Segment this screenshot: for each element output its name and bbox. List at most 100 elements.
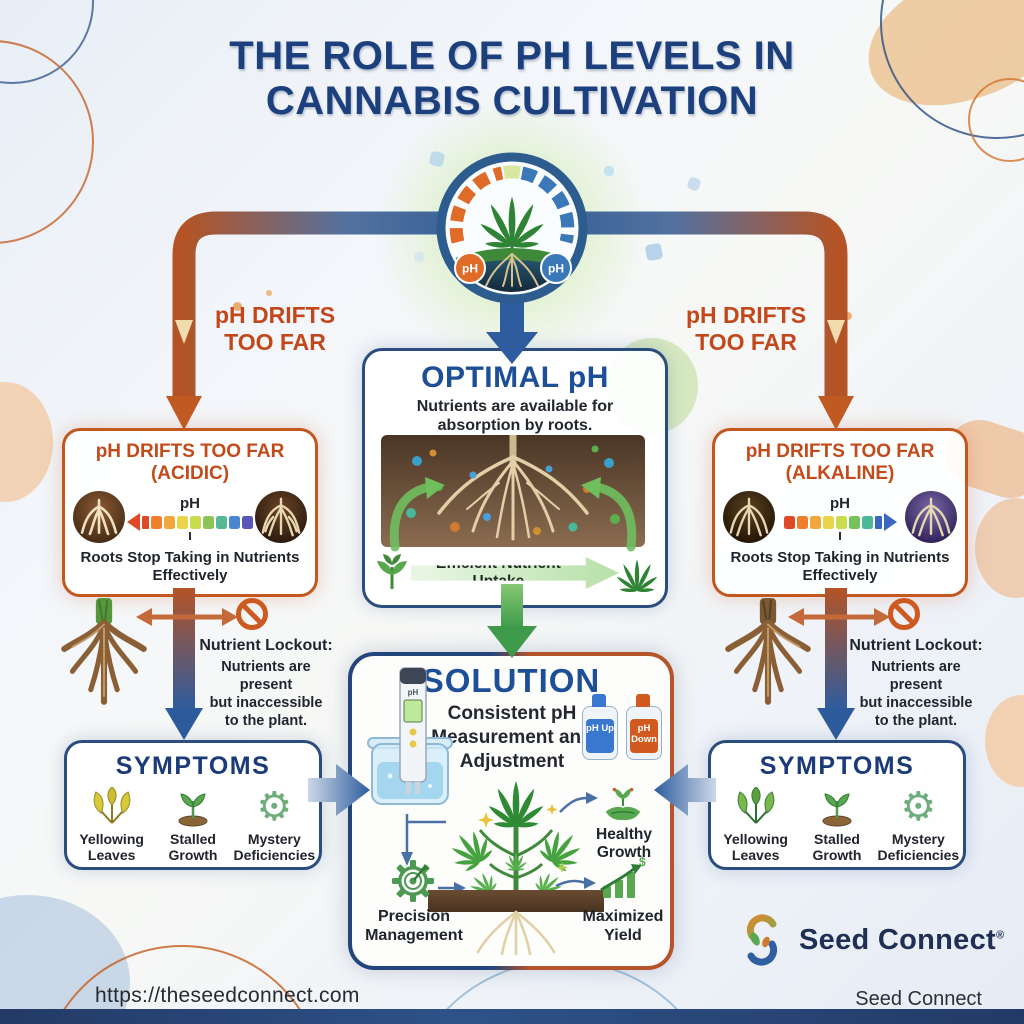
yellowing-leaves-icon — [737, 787, 775, 824]
optimal-ph-box: OPTIMAL pH Nutrients are available for a… — [362, 348, 668, 608]
precision-management-label: Precision Management — [365, 908, 463, 944]
lockout-right-line2: but inaccessible — [859, 695, 973, 712]
acidic-arrow-shaft — [142, 515, 149, 529]
symptom-mystery-deficiencies: ⚙ Mystery Deficiencies — [233, 785, 316, 864]
alkaline-roots-circle-left — [723, 491, 775, 543]
lockout-right-heading: Nutrient Lockout: — [849, 637, 983, 654]
symptoms-left-title: SYMPTOMS — [115, 752, 271, 780]
acidic-title-line2: (ACIDIC) — [150, 462, 230, 484]
ph-badge-right: pH — [540, 252, 572, 284]
stalled-growth-icon — [178, 793, 208, 827]
alkaline-title-line1: pH DRIFTS TOO FAR — [745, 441, 935, 462]
symptom-yellowing-leaves: Yellowing Leaves — [716, 787, 796, 863]
ph-gauge: pH pH — [430, 146, 594, 310]
sprout-icon — [377, 554, 407, 589]
ph-down-label: pH Down — [630, 719, 658, 753]
lockout-right-line1: Nutrients are present — [871, 659, 961, 694]
ph-gauge-graphic: pH pH — [436, 152, 588, 304]
ph-scale-segment — [151, 515, 162, 529]
logo-name: Seed Connect — [799, 923, 996, 956]
acidic-title: pH DRIFTS TOO FAR (ACIDIC) — [65, 441, 315, 485]
acidic-roots-circle-left — [73, 491, 125, 543]
stalled-growth-icon — [822, 793, 852, 827]
precision-management-icon — [392, 860, 434, 902]
ph-scale-segment — [177, 515, 188, 529]
alkaline-row: pH — [723, 491, 957, 543]
symptoms-right-row: Yellowing Leaves Stalled Growth ⚙ Myster… — [715, 787, 959, 863]
symptoms-box-right: SYMPTOMS Yellowing Leaves Stalled — [708, 740, 966, 870]
acidic-roots-circle-right — [255, 491, 307, 543]
lockout-text-left: Nutrient Lockout: Nutrients are present … — [196, 636, 336, 731]
ph-meter-beaker: pH — [367, 667, 453, 805]
solution-title: SOLUTION — [421, 662, 601, 699]
maximized-yield-icon: $ — [600, 856, 646, 898]
ph-up-cap — [592, 694, 606, 707]
svg-text:pH: pH — [462, 262, 478, 276]
ph-bottles: pH Up pH Down — [582, 694, 666, 762]
branch-left-line1: pH DRIFTS — [214, 302, 336, 328]
symptom-label: Mystery Deficiencies — [233, 831, 316, 864]
prohibition-icon — [888, 598, 920, 630]
maximized-yield-label: Maximized Yield — [582, 908, 664, 944]
branch-label-right: pH DRIFTS TOO FAR — [676, 302, 816, 356]
lockout-left-heading: Nutrient Lockout: — [199, 637, 333, 654]
ph-scale-segment — [203, 515, 214, 529]
ph-scale-segment — [861, 515, 873, 529]
acidic-scale-label: pH — [180, 494, 200, 512]
acidic-ph-scale: pH — [127, 495, 253, 540]
seed-connect-logo-text: Seed Connect® — [799, 924, 1004, 957]
acidic-row: pH — [73, 491, 307, 543]
optimal-subtitle: Nutrients are available for absorption b… — [416, 398, 614, 435]
gear-icon: ⚙ — [256, 785, 293, 829]
yellowing-leaves-icon — [93, 787, 131, 824]
branch-label-left: pH DRIFTS TOO FAR — [205, 302, 345, 356]
acidic-caption: Roots Stop Taking in Nutrients Effective… — [80, 549, 300, 585]
decor-dot-2 — [266, 290, 272, 296]
page-title-line2: CANNABIS CULTIVATION — [265, 78, 759, 123]
svg-text:pH: pH — [408, 688, 419, 697]
symptoms-left-row: Yellowing Leaves Stalled Growth ⚙ Myster… — [71, 787, 315, 863]
page-title: THE ROLE OF PH LEVELS IN CANNABIS CULTIV… — [0, 34, 1024, 124]
lockout-left-line1: Nutrients are present — [221, 659, 311, 694]
decor-square-5 — [414, 252, 424, 262]
acidic-title-line1: pH DRIFTS TOO FAR — [95, 441, 285, 462]
symptom-label: Mystery Deficiencies — [877, 831, 960, 864]
lockout-left-line2: but inaccessible — [209, 695, 323, 712]
ph-scale-segment — [809, 515, 821, 529]
symptom-yellowing-leaves: Yellowing Leaves — [72, 787, 152, 863]
decor-dot-3 — [844, 312, 852, 320]
sparkles — [478, 804, 568, 873]
decor-blob-left — [0, 382, 53, 502]
svg-text:pH: pH — [548, 262, 564, 276]
acidic-scale-tick — [188, 531, 192, 540]
healthy-growth-icon — [605, 787, 641, 821]
ph-scale-segment — [783, 515, 795, 529]
symptom-label: Yellowing Leaves — [723, 831, 788, 864]
lockout-roots-left — [61, 598, 147, 705]
solution-subtitle: Consistent pH Measurement and Adjustment — [431, 703, 593, 772]
alkaline-roots-circle-right — [905, 491, 957, 543]
cannabis-leaf-small-icon — [617, 553, 657, 593]
ph-scale-segment — [822, 515, 834, 529]
seed-connect-logo: Seed Connect® — [735, 912, 1004, 968]
lockout-text-right: Nutrient Lockout: Nutrients are present … — [848, 636, 984, 731]
healthy-growth-label: Healthy Growth — [596, 826, 652, 862]
alkaline-title: pH DRIFTS TOO FAR (ALKALINE) — [715, 441, 965, 485]
ph-scale-segment — [229, 515, 240, 529]
alkaline-caption: Roots Stop Taking in Nutrients Effective… — [730, 549, 950, 585]
ph-up-label: pH Up — [586, 719, 614, 753]
alkaline-box: pH DRIFTS TOO FAR (ALKALINE) pH — [712, 428, 968, 597]
ph-scale-segment — [242, 515, 253, 529]
branch-right-line2: TOO FAR — [695, 329, 797, 356]
ph-scale-segment — [190, 515, 201, 529]
alkaline-arrow-right — [883, 513, 897, 531]
symptom-label: Stalled Growth — [168, 831, 218, 864]
ph-scale-segment — [164, 515, 175, 529]
alkaline-arrow-shaft — [874, 515, 882, 529]
svg-text:$: $ — [639, 856, 646, 869]
uptake-banner-label: Efficient Nutrient Uptake — [435, 555, 561, 590]
ph-scale-segment — [848, 515, 860, 529]
alkaline-ph-scale: pH — [783, 495, 897, 540]
decor-blob-right-3 — [985, 695, 1024, 787]
